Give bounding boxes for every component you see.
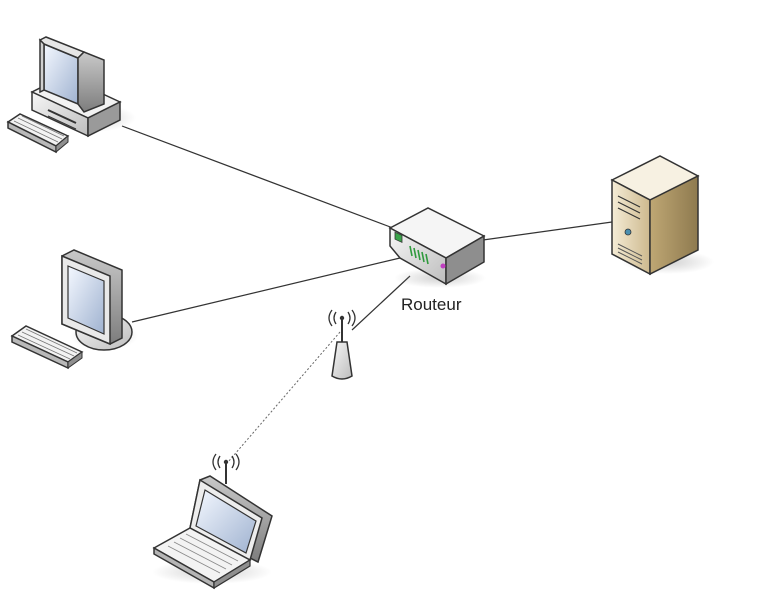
connection-lines bbox=[121, 125, 613, 463]
link-router-server bbox=[482, 221, 613, 241]
router-label: Routeur bbox=[401, 295, 462, 314]
monitor-icon bbox=[10, 249, 138, 370]
wireless-access-point-icon bbox=[328, 309, 356, 380]
link-monitor-router bbox=[131, 257, 401, 323]
laptop-icon bbox=[152, 453, 273, 590]
link-router-accesspoint bbox=[351, 275, 411, 331]
desktop-computer-icon bbox=[6, 36, 136, 154]
link-desktop-router bbox=[121, 125, 394, 229]
router-icon bbox=[388, 207, 486, 288]
link-accesspoint-laptop bbox=[227, 331, 341, 463]
server-tower-icon bbox=[610, 155, 714, 276]
